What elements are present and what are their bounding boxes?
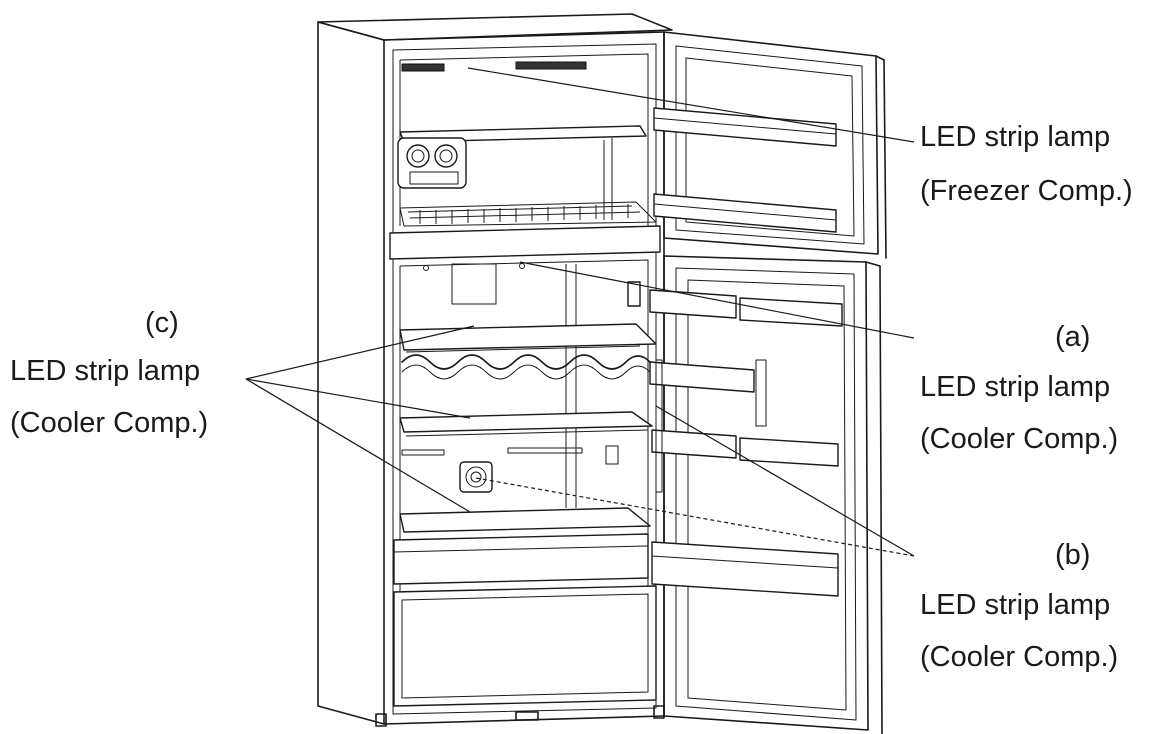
cooler-door-bin-1a [649,289,737,319]
freezer-led-strip-left [401,63,445,72]
control-box [627,281,641,307]
cooler-door [649,255,883,734]
leader-lines [245,67,915,557]
cooler-door-bin-2 [649,361,755,393]
cooler-compartment [393,259,657,707]
cooler-lamp-fixture [459,461,493,493]
cooler-door-bin-3b [739,437,839,467]
crisper-drawer [393,533,649,585]
ice-tray-controls [397,137,467,189]
callout-c-line2: (Cooler Comp.) [10,407,208,439]
callout-c: (c) LED strip lamp (Cooler Comp.) [10,307,208,439]
callout-b-line2: (Cooler Comp.) [920,641,1118,673]
callout-a-line1: LED strip lamp [920,371,1110,403]
glass-shelf-3 [399,507,651,533]
freezer-door [653,31,887,259]
cooler-door-bin-1b [739,297,843,327]
cooler-door-bin-3a [651,429,737,459]
callout-a-line2: (Cooler Comp.) [920,423,1118,455]
bottom-pan [393,585,657,707]
callout-freezer-line1: LED strip lamp [920,121,1110,153]
callout-a-tag: (a) [1055,321,1090,353]
callout-c-tag: (c) [145,307,179,339]
cooler-led-strip-left [401,449,445,456]
air-duct [451,263,497,305]
freezer-compartment [397,53,657,227]
wine-rack [401,354,651,370]
freezer-door-bin-lower [653,193,837,233]
door-led-strip [655,359,663,493]
cooler-led-strip-right [507,447,583,454]
callout-freezer: LED strip lamp (Freezer Comp.) [920,121,1133,207]
callout-b-line1: LED strip lamp [920,589,1110,621]
callout-freezer-line2: (Freezer Comp.) [920,175,1133,207]
callout-b: (b) LED strip lamp (Cooler Comp.) [920,539,1118,673]
callout-a: (a) LED strip lamp (Cooler Comp.) [920,321,1118,455]
freezer-led-strip-right [515,61,587,70]
cooler-door-bin-4 [651,541,839,597]
glass-shelf-1 [399,323,657,351]
callout-b-tag: (b) [1055,539,1090,571]
callout-c-line1: LED strip lamp [10,355,200,387]
glass-shelf-2 [399,411,653,433]
